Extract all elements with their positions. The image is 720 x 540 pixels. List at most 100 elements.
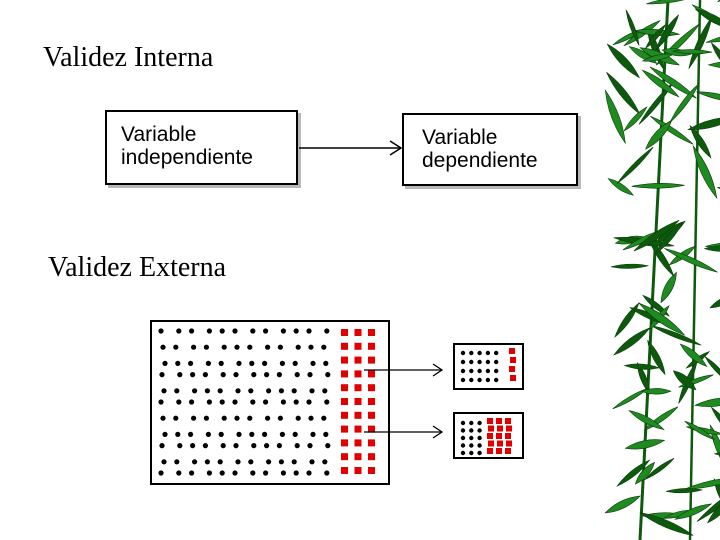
population-dot [202, 372, 208, 378]
sample-2-dot [460, 450, 466, 456]
dependent-variable-box: Variable dependiente [402, 113, 578, 186]
bamboo-leaf-icon [694, 8, 720, 30]
population-dot [309, 388, 315, 394]
population-dot [236, 431, 242, 437]
sample-2-dot [469, 435, 474, 441]
population-red-square [354, 329, 362, 336]
bamboo-leaf-icon [636, 361, 651, 395]
population-dot [278, 388, 284, 394]
population-box [150, 320, 390, 485]
bamboo-leaf-icon [713, 478, 720, 517]
population-dot [280, 328, 286, 334]
population-dot [176, 399, 182, 405]
population-dot [294, 372, 300, 378]
sample-2-red-square [506, 425, 512, 432]
population-dot [202, 443, 208, 449]
bamboo-leaf-icon [604, 495, 641, 514]
population-dot [233, 372, 239, 378]
population-red-square [341, 329, 348, 336]
bamboo-leaf-icon [646, 0, 694, 5]
bamboo-leaf-icon [705, 31, 720, 43]
sample-2-dot [477, 420, 482, 426]
dependent-variable-label-line2: dependiente [422, 149, 538, 172]
population-dot [205, 360, 211, 366]
population-dot [192, 459, 198, 465]
population-dot [292, 431, 298, 437]
bamboo-leaf-icon [623, 363, 661, 370]
sample-1-dot [477, 368, 482, 374]
population-dot [249, 431, 255, 437]
population-dot [322, 388, 328, 394]
population-dot [175, 360, 181, 366]
population-red-square [368, 398, 375, 405]
causal-arrow [299, 140, 403, 156]
bamboo-leaf-icon [616, 146, 654, 184]
population-dot [235, 388, 241, 394]
population-dot [279, 431, 285, 437]
population-dot [277, 344, 283, 350]
bamboo-leaf-icon [651, 325, 702, 346]
sample-1-dot [469, 377, 474, 383]
population-dot [280, 399, 286, 405]
population-dot [160, 344, 166, 350]
population-red-square [368, 453, 375, 461]
population-dot [306, 328, 312, 334]
sample-2-red-square [487, 418, 493, 424]
bamboo-leaf-icon [647, 339, 666, 376]
population-dot [293, 328, 299, 334]
sample-1-red-square [510, 375, 516, 381]
population-dot [248, 388, 254, 394]
population-dot [232, 328, 238, 334]
sample-2-dot [469, 443, 474, 448]
bamboo-leaf-icon [687, 116, 720, 130]
population-dot [325, 443, 331, 449]
sample-2-red-square [487, 433, 493, 439]
population-dot [206, 470, 212, 476]
bamboo-stem [688, 0, 702, 540]
population-dot [159, 372, 165, 378]
population-dot [324, 399, 330, 405]
population-dot [280, 470, 286, 476]
population-red-square [368, 411, 375, 419]
population-dot [219, 328, 225, 334]
population-dot [263, 470, 269, 476]
population-red-square [341, 439, 348, 447]
population-dot [249, 360, 255, 366]
bamboo-leaf-icon [684, 476, 720, 490]
bamboo-leaf-icon [616, 459, 651, 487]
sample-2-red-square [496, 418, 502, 424]
population-dot [306, 399, 312, 405]
sample-1-dot [494, 359, 499, 365]
bamboo-leaf-icon [641, 69, 680, 98]
population-dot [174, 459, 180, 465]
population-dot [250, 399, 256, 405]
sample-2-dot [477, 450, 482, 456]
population-dot [324, 328, 330, 334]
bamboo-leaf-icon [717, 187, 720, 203]
population-dot [217, 459, 223, 465]
bamboo-leaf-icon [674, 503, 713, 520]
population-dot [221, 415, 227, 421]
population-red-square [341, 370, 348, 378]
population-red-square [368, 329, 375, 336]
bamboo-leaf-icon [638, 302, 686, 336]
population-dot [219, 470, 225, 476]
sample-1-dot [477, 359, 482, 365]
sample-2-dot [460, 428, 466, 433]
population-red-square [354, 356, 362, 364]
population-red-square [341, 398, 348, 405]
sample-1-dot [477, 377, 482, 383]
population-dot [264, 372, 270, 378]
population-dot [191, 344, 197, 350]
population-dot [276, 443, 282, 449]
bamboo-leaf-icon [631, 183, 685, 189]
population-dot [295, 415, 301, 421]
population-red-square [368, 425, 375, 433]
population-dot [321, 344, 327, 350]
population-red-square [368, 439, 375, 447]
sample-1-dot [485, 350, 491, 356]
bamboo-leaf-icon [717, 0, 720, 3]
sample-2-red-square [505, 418, 511, 424]
population-dot [291, 388, 297, 394]
sample-2-red-square [506, 440, 512, 447]
